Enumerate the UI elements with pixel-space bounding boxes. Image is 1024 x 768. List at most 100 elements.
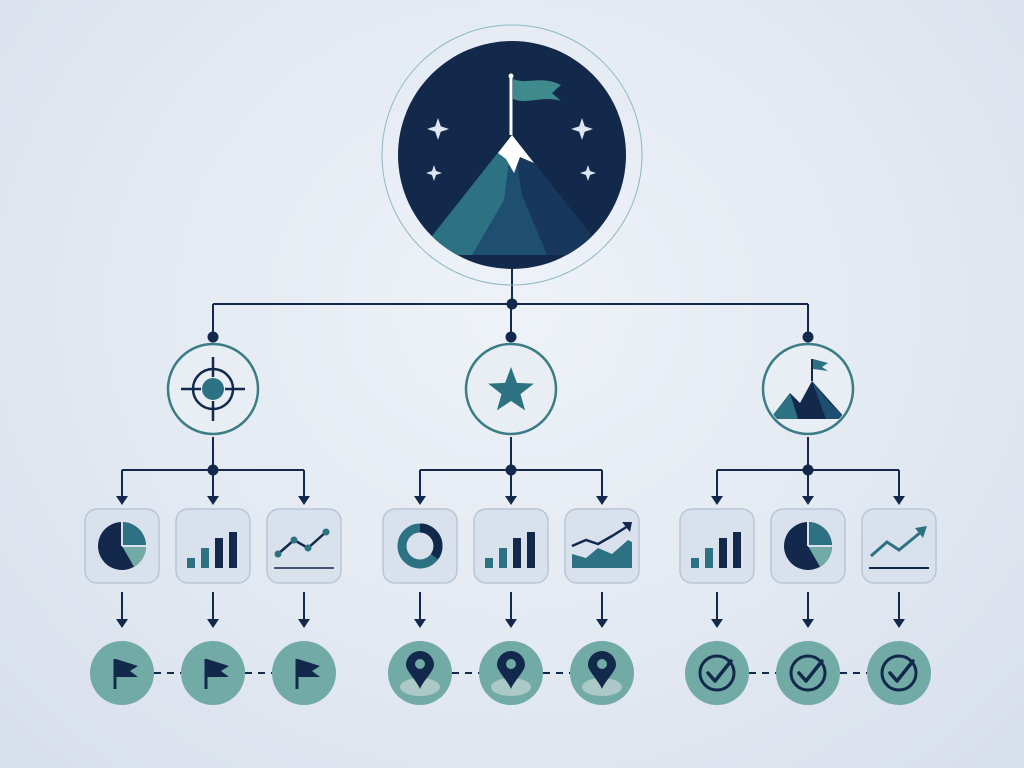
arrow-to-milestone — [116, 592, 128, 628]
sparkle-star-icon — [580, 165, 596, 181]
trend-chart-icon — [869, 526, 929, 569]
pin-hole — [415, 659, 425, 669]
milestone-node — [388, 641, 452, 705]
arrow-to-tile — [893, 470, 905, 505]
mountain-shapes — [770, 381, 846, 419]
mountain-flag-icon — [770, 359, 846, 419]
arrow-head — [802, 619, 814, 628]
flag-cloth — [207, 659, 229, 677]
donut-chart-icon — [397, 523, 443, 569]
mini-flag — [813, 359, 828, 371]
bar — [229, 532, 237, 568]
check-ring — [698, 654, 736, 692]
arrow-to-tile — [505, 470, 517, 505]
arrow-head — [207, 619, 219, 628]
bar — [705, 548, 713, 568]
check-mark — [797, 659, 824, 683]
location-pin-icon — [400, 651, 440, 696]
bar — [499, 548, 507, 568]
check-ring — [789, 654, 827, 692]
flag-icon — [295, 659, 320, 689]
bar-chart-icon — [691, 532, 741, 568]
arrow-to-milestone — [414, 592, 426, 628]
check-circle-icon — [698, 654, 736, 692]
location-pin-icon — [491, 651, 531, 696]
pin-hole — [597, 659, 607, 669]
arrow-head — [298, 619, 310, 628]
arrow-to-milestone — [893, 592, 905, 628]
location-pin-icon — [582, 651, 622, 696]
metric-tile — [382, 508, 458, 584]
connector-lines — [116, 269, 905, 674]
arrow-to-milestone — [802, 592, 814, 628]
trend-line — [870, 530, 922, 558]
sparkle-star-icon — [427, 118, 449, 140]
bar — [719, 538, 727, 568]
bar — [201, 548, 209, 568]
flag-pole-tip — [508, 73, 514, 79]
arrow-head — [802, 496, 814, 505]
metric-tile — [84, 508, 160, 584]
arrow-to-tile — [802, 470, 814, 505]
line-chart-icon — [274, 528, 334, 569]
pie-slice-teal — [808, 522, 832, 546]
milestone-circle — [685, 641, 749, 705]
arrow-to-tile — [207, 470, 219, 505]
arrow-head — [116, 496, 128, 505]
trend-arrow-head — [915, 526, 927, 538]
branch-nodes — [84, 342, 937, 705]
bar — [187, 558, 195, 568]
subgoal-node — [166, 342, 260, 436]
check-circle-icon — [789, 654, 827, 692]
milestone-node — [570, 641, 634, 705]
pin-body — [497, 651, 525, 689]
arrow-head — [207, 496, 219, 505]
arrow-to-milestone — [298, 592, 310, 628]
branch-junction-dot — [505, 331, 517, 343]
metric-tile — [564, 508, 640, 584]
bar — [215, 538, 223, 568]
arrow-head — [893, 496, 905, 505]
tile-card — [473, 508, 549, 584]
bar-chart-icon — [485, 532, 535, 568]
bar — [513, 538, 521, 568]
arrow-to-tile — [711, 470, 723, 505]
arrow-to-milestone — [711, 592, 723, 628]
pie-chart-icon — [98, 522, 146, 570]
bar — [733, 532, 741, 568]
area-fill — [572, 540, 632, 568]
arrow-to-milestone — [505, 592, 517, 628]
milestone-circle — [776, 641, 840, 705]
target-crosshair-icon — [181, 357, 245, 421]
donut-segment — [397, 523, 443, 569]
bar — [527, 532, 535, 568]
sparkle-star-icon — [571, 118, 593, 140]
mountain-front-left — [770, 393, 798, 419]
bar — [485, 558, 493, 568]
arrow-to-milestone — [207, 592, 219, 628]
chart-point — [274, 550, 282, 558]
sparkle-star-icon — [426, 165, 442, 181]
pin-body — [406, 651, 434, 689]
flag-cloth — [116, 659, 138, 677]
metric-tile — [679, 508, 755, 584]
milestone-node — [90, 641, 154, 705]
subgoal-node — [464, 342, 558, 436]
mountain-front-right — [812, 381, 846, 419]
pin-body — [588, 651, 616, 689]
root-goal-node — [381, 24, 643, 286]
check-ring — [880, 654, 918, 692]
mountain-left-face — [417, 135, 512, 255]
metric-tile — [175, 508, 251, 584]
tile-card — [175, 508, 251, 584]
snow-cap — [498, 135, 534, 173]
arrow-to-tile — [298, 470, 310, 505]
milestone-node — [181, 641, 245, 705]
target-center — [202, 378, 224, 400]
area-line — [571, 524, 629, 548]
arrow-to-tile — [596, 470, 608, 505]
milestone-node — [479, 641, 543, 705]
bar — [691, 558, 699, 568]
pie-slice-teal — [122, 522, 146, 546]
